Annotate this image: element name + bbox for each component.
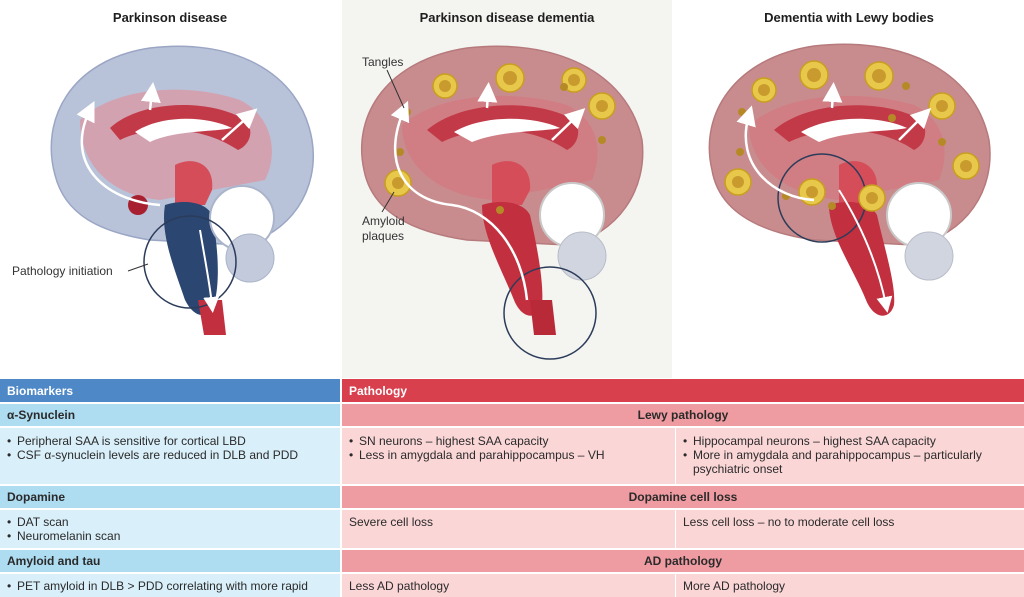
brain-illustration-pd	[50, 45, 314, 335]
list-item: PET amyloid in DLB > PDD correlating wit…	[7, 579, 333, 593]
pathology-header: Pathology	[342, 379, 1024, 402]
biomarker-alpha-synuclein: α-Synuclein	[0, 404, 340, 426]
panel-dementia-lewy-bodies: Dementia with Lewy bodies	[674, 0, 1024, 378]
pdd-dopamine-details: Severe cell loss	[342, 510, 675, 548]
panel-title: Parkinson disease dementia	[419, 10, 595, 25]
pdd-lewy-details: SN neurons – highest SAA capacity Less i…	[342, 428, 675, 484]
panel-title: Dementia with Lewy bodies	[764, 10, 934, 25]
brain-illustration-pdd	[360, 45, 644, 360]
brain-illustration-dlb	[708, 43, 991, 316]
dlb-lewy-details: Hippocampal neurons – highest SAA capaci…	[676, 428, 1024, 484]
pathology-dopamine-cell-loss: Dopamine cell loss	[342, 486, 1024, 508]
dlb-dopamine-details: Less cell loss – no to moderate cell los…	[676, 510, 1024, 548]
list-item: Neuromelanin scan	[7, 529, 333, 543]
list-item: More in amygdala and parahippocampus – p…	[683, 448, 1017, 476]
pdd-ad-details: Less AD pathology	[342, 574, 675, 597]
list-item: DAT scan	[7, 515, 333, 529]
biomarker-alpha-synuclein-details: Peripheral SAA is sensitive for cortical…	[0, 428, 340, 484]
biomarker-dopamine: Dopamine	[0, 486, 340, 508]
list-item: Hippocampal neurons – highest SAA capaci…	[683, 434, 1017, 448]
tangles-label: Tangles	[362, 55, 404, 69]
list-item: CSF α-synuclein levels are reduced in DL…	[7, 448, 333, 462]
list-item: Less in amygdala and parahippocampus – V…	[349, 448, 668, 462]
comparison-table: Biomarkers Pathology α-Synuclein Lewy pa…	[0, 379, 1024, 597]
biomarker-amyloid-tau: Amyloid and tau	[0, 550, 340, 572]
biomarker-amyloid-tau-details: PET amyloid in DLB > PDD correlating wit…	[0, 574, 340, 597]
list-item: Peripheral SAA is sensitive for cortical…	[7, 434, 333, 448]
biomarker-dopamine-details: DAT scan Neuromelanin scan	[0, 510, 340, 548]
panel-parkinson-disease-dementia: Parkinson disease dementia Tangles Amylo…	[342, 0, 672, 378]
dlb-ad-details: More AD pathology	[676, 574, 1024, 597]
list-item: SN neurons – highest SAA capacity	[349, 434, 668, 448]
panel-title: Parkinson disease	[112, 10, 228, 25]
pathology-ad: AD pathology	[342, 550, 1024, 572]
pathology-lewy: Lewy pathology	[342, 404, 1024, 426]
panel-parkinson-disease: Parkinson disease Pathology initiation	[0, 0, 340, 378]
biomarkers-header: Biomarkers	[0, 379, 340, 402]
pathology-initiation-label: Pathology initiation	[12, 264, 113, 278]
amyloid-plaques-label: Amyloid plaques	[362, 214, 405, 243]
